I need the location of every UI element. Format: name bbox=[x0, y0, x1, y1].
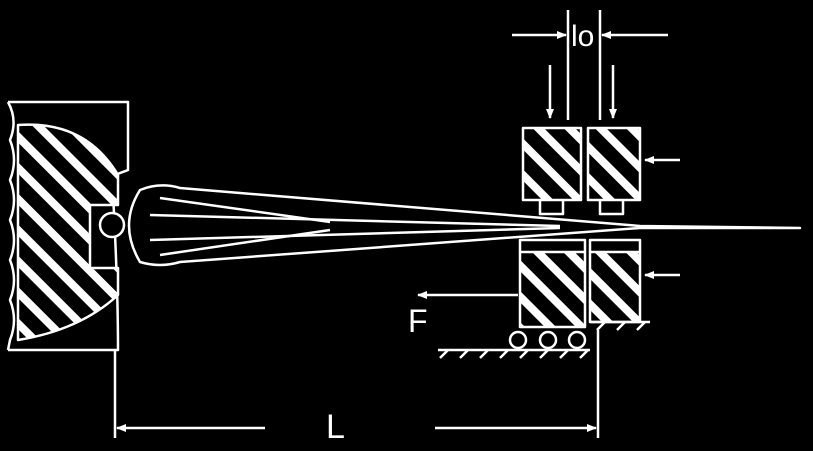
span-length-dimension bbox=[113, 330, 600, 438]
upper-grip-right-foot bbox=[598, 200, 625, 216]
fiber-specimen bbox=[127, 184, 802, 267]
lower-grip-left bbox=[518, 250, 587, 329]
lower-grip-left-lip bbox=[518, 238, 587, 252]
spherical-socket bbox=[16, 123, 120, 342]
roller-bearings bbox=[508, 330, 587, 350]
ground-base bbox=[438, 320, 650, 359]
ball-joint bbox=[98, 211, 126, 239]
upper-grip-left-foot bbox=[538, 200, 565, 216]
upper-grip-left bbox=[521, 126, 583, 202]
gauge-length-label: lo bbox=[571, 20, 594, 53]
lower-grip-right-lip bbox=[588, 238, 642, 252]
force-label: F bbox=[408, 303, 428, 339]
gauge-length-dimension bbox=[512, 10, 668, 120]
lower-grip-right bbox=[588, 250, 642, 324]
span-length-label: L bbox=[326, 408, 345, 446]
upper-grip-right bbox=[586, 126, 642, 202]
